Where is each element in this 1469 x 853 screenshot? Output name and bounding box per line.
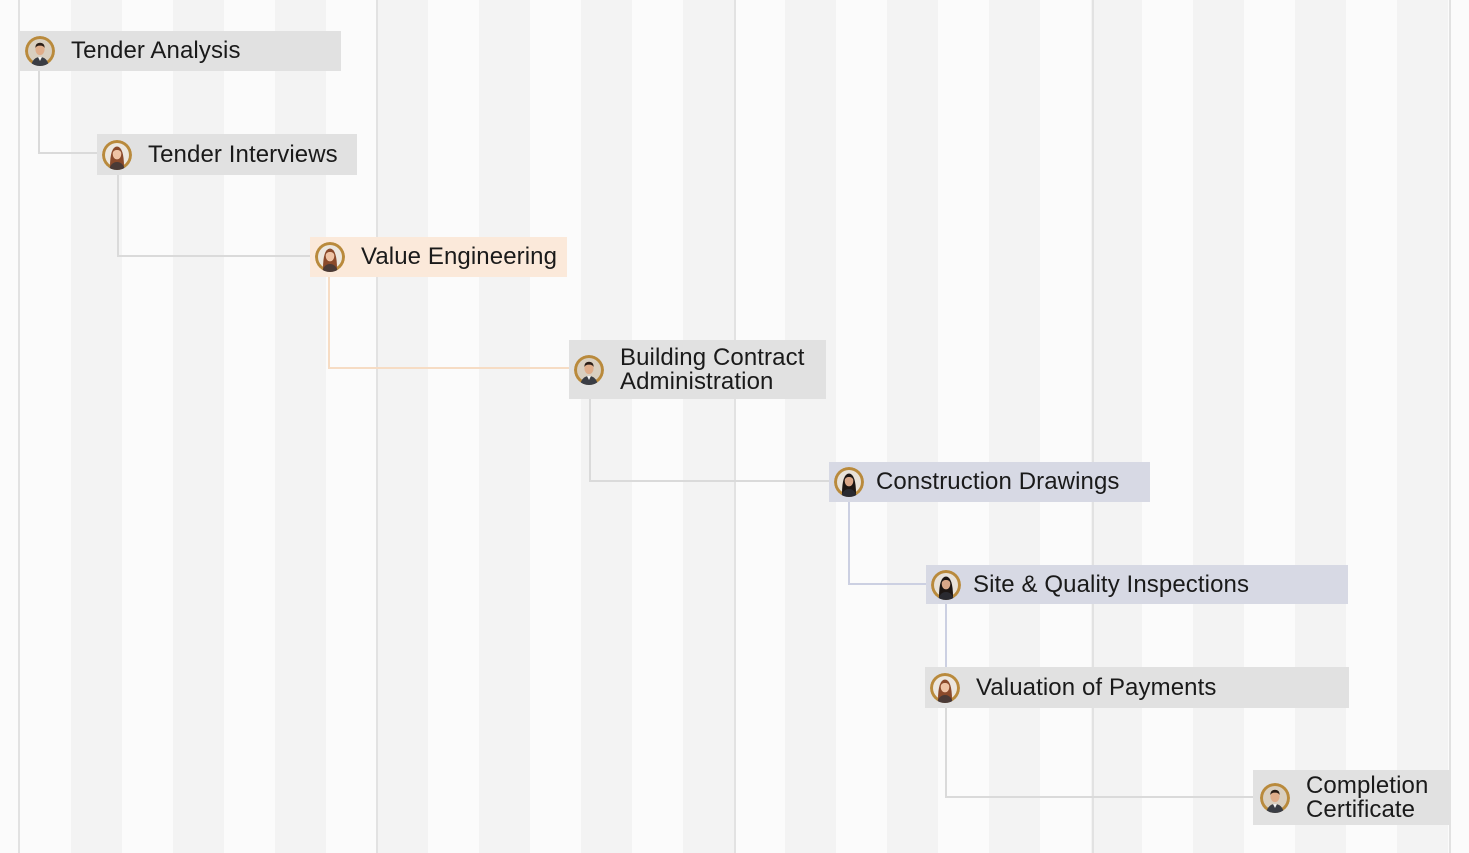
woman-dark-hair-avatar-icon xyxy=(834,467,864,497)
timeline-column-stripe xyxy=(683,0,734,853)
woman-red-hair-avatar-icon xyxy=(102,139,132,170)
man-avatar-icon xyxy=(574,354,604,385)
task-bar-site-quality-inspections[interactable]: Site & Quality Inspections xyxy=(926,565,1348,604)
timeline-column-stripe xyxy=(989,0,1040,853)
task-label-line: Administration xyxy=(620,367,774,395)
task-bar-value-engineering[interactable]: Value Engineering xyxy=(310,237,567,277)
timeline-column-stripe xyxy=(1091,0,1142,853)
task-label: Building Contract Administration xyxy=(620,343,805,395)
timeline-column-stripe xyxy=(479,0,530,853)
timeline-column-stripe xyxy=(581,0,632,853)
woman-dark-hair-avatar-icon xyxy=(931,569,961,600)
task-bar-building-contract-administration[interactable]: Building Contract Administration xyxy=(569,340,826,399)
timeline-column-stripe xyxy=(785,0,836,853)
task-label: Value Engineering xyxy=(361,243,558,270)
timeline-column-stripe xyxy=(71,0,122,853)
dependency-link xyxy=(328,277,569,369)
task-bar-tender-analysis[interactable]: Tender Analysis xyxy=(20,31,341,71)
task-label: Completion Certificate xyxy=(1306,771,1429,823)
task-label: Construction Drawings xyxy=(876,468,1120,495)
timeline-column-stripe xyxy=(377,0,428,853)
task-bar-construction-drawings[interactable]: Construction Drawings xyxy=(829,462,1150,502)
task-bar-valuation-of-payments[interactable]: Valuation of Payments xyxy=(925,667,1349,708)
timeline-divider xyxy=(734,0,736,853)
task-label-line: Certificate xyxy=(1306,795,1416,823)
timeline-divider xyxy=(18,0,20,853)
man-avatar-icon xyxy=(25,36,55,66)
woman-red-hair-avatar-icon xyxy=(930,672,960,703)
task-label: Site & Quality Inspections xyxy=(973,570,1250,598)
timeline-divider xyxy=(1092,0,1094,853)
task-label-line: Completion xyxy=(1306,771,1429,799)
timeline-column-stripe xyxy=(173,0,224,853)
timeline-column-stripe xyxy=(1397,0,1448,853)
man-avatar-icon xyxy=(1260,782,1290,813)
timeline-column-stripe xyxy=(1193,0,1244,853)
woman-red-hair-avatar-icon xyxy=(315,242,345,272)
task-label: Valuation of Payments xyxy=(976,673,1217,701)
task-label-line: Building Contract xyxy=(620,343,805,371)
timeline-column-stripe xyxy=(887,0,938,853)
timeline-divider xyxy=(376,0,378,853)
task-label: Tender Interviews xyxy=(148,140,338,168)
timeline-column-stripe xyxy=(1295,0,1346,853)
task-bar-tender-interviews[interactable]: Tender Interviews xyxy=(97,134,357,175)
task-label: Tender Analysis xyxy=(71,37,241,64)
timeline-column-stripe xyxy=(275,0,326,853)
task-bar-completion-certificate[interactable]: Completion Certificate xyxy=(1253,770,1450,825)
timeline-divider xyxy=(1449,0,1451,853)
